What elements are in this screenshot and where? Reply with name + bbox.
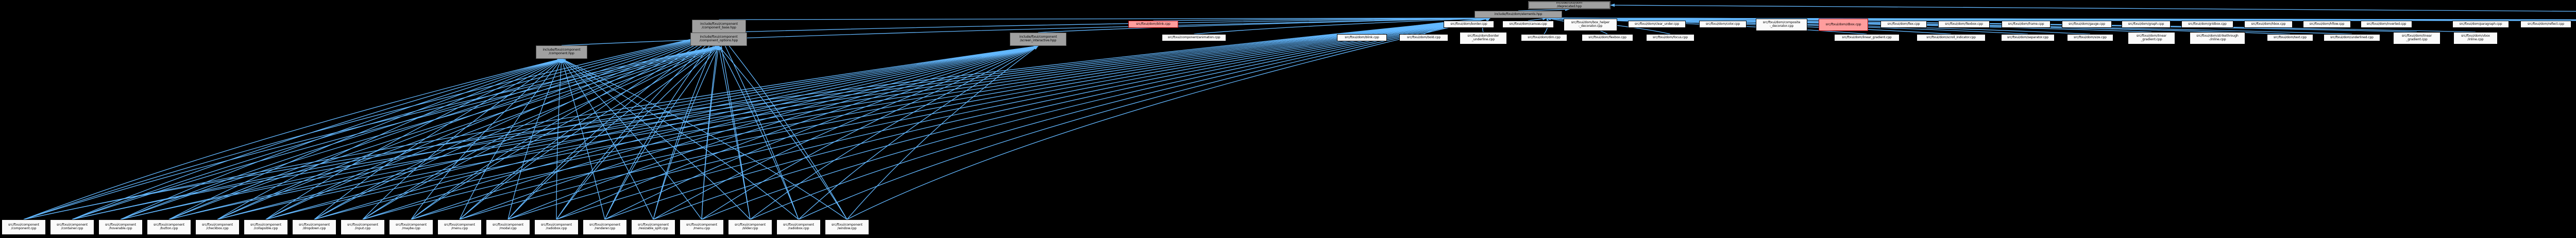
graph-node[interactable]: src/ftxui/dom/canvas.cpp: [1502, 21, 1554, 28]
graph-node[interactable]: src/ftxui/dom/hflow.cpp: [2303, 21, 2351, 28]
graph-node[interactable]: src/ftxui/component /checkbox.cpp: [195, 219, 240, 235]
graph-node[interactable]: src/ftxui/component /collapsible.cpp: [244, 219, 288, 235]
graph-node[interactable]: src/ftxui/dom/clear_under.cpp: [1628, 21, 1686, 28]
graph-node[interactable]: src/ftxui/dom/blink.cpp: [1337, 34, 1387, 41]
graph-node[interactable]: src/ftxui/dom/dim.cpp: [1521, 34, 1567, 41]
graph-node[interactable]: src/ftxui/dom/bold.cpp: [1399, 34, 1448, 41]
graph-node[interactable]: src/ftxui/component /maybe.cpp: [389, 219, 433, 235]
graph-node[interactable]: src/ftxui/component/animation.cpp: [1162, 34, 1226, 41]
graph-node[interactable]: include/ftxui/component /component_base.…: [692, 20, 746, 33]
graph-node[interactable]: src/ftxui/component /radiobox.cpp: [776, 219, 821, 235]
graph-node[interactable]: src/ftxui/dom/composite -_decorator.cpp: [1756, 19, 1807, 31]
graph-node[interactable]: src/ftxui/dom/flex.cpp: [1880, 21, 1927, 28]
graph-node[interactable]: src/ftxui/dom/linear _gradient.cpp: [2393, 32, 2441, 44]
graph-node[interactable]: src/ftxui/dom/hbox.cpp: [2244, 21, 2293, 28]
graph-node[interactable]: src/ftxui/dom/strikethrough -/inline.cpp: [2190, 32, 2245, 44]
graph-node[interactable]: src/ftxui/dom/gridbox.cpp: [2181, 21, 2233, 28]
graph-node[interactable]: include/ftxui/component /screen_interact…: [1010, 33, 1066, 46]
graph-node[interactable]: src/ftxui/dom/separator.cpp: [2001, 34, 2055, 41]
graph-node[interactable]: src/ftxui/dom/flexbox.cpp: [1582, 34, 1633, 41]
graph-node[interactable]: include/ftxui/dom /deprecated.hpp: [1528, 1, 1611, 9]
graph-node[interactable]: src/ftxui/component /window.cpp: [825, 219, 869, 235]
graph-node[interactable]: src/ftxui/component /renderer.cpp: [583, 219, 627, 235]
graph-node[interactable]: src/ftxui/dom/vbox /inline.cpp: [2453, 32, 2498, 44]
graph-node[interactable]: src/ftxui/component /resizable_split.cpp: [631, 219, 675, 235]
graph-node[interactable]: src/ftxui/dom/linear_gradient.cpp: [1834, 34, 1900, 41]
graph-node[interactable]: src/ftxui/dom/scroll_indicator.cpp: [1917, 34, 1986, 41]
graph-node[interactable]: src/ftxui/component /button.cpp: [147, 219, 191, 235]
graph-node[interactable]: src/ftxui/dom/box_helper -_decorator.cpp: [1564, 19, 1617, 31]
graph-node[interactable]: src/ftxui/dom/inverted.cpp: [2361, 21, 2412, 28]
graph-node[interactable]: src/ftxui/dom/border.cpp: [1444, 21, 1494, 28]
graph-node[interactable]: src/ftxui/component /hoverable.cpp: [98, 219, 143, 235]
graph-node[interactable]: src/ftxui/dom/flexbox.cpp: [1938, 21, 1990, 28]
graph-node[interactable]: src/ftxui/dom/reflect.cpp: [2520, 21, 2571, 28]
graph-node[interactable]: src/ftxui/component /container.cpp: [50, 219, 94, 235]
graph-node[interactable]: src/ftxui/dom/border _underline.cpp: [1460, 32, 1507, 44]
graph-node[interactable]: src/ftxui/component /radiobox.cpp: [534, 219, 579, 235]
graph-node[interactable]: src/ftxui/component /component.cpp: [2, 219, 46, 235]
graph-node[interactable]: include/ftxui/dom/elements.hpp: [1475, 11, 1562, 18]
graph-node[interactable]: src/ftxui/dom/color.cpp: [1699, 21, 1747, 28]
graph-node[interactable]: src/ftxui/dom/text.cpp: [2267, 34, 2313, 41]
graph-node[interactable]: src/ftxui/component /menu.cpp: [437, 219, 482, 235]
graph-node[interactable]: src/ftxui/dom/dbox.cpp: [1819, 19, 1868, 31]
graph-node[interactable]: src/ftxui/dom/blink.cpp: [1128, 21, 1178, 28]
graph-node[interactable]: include/ftxui/component /component_optio…: [690, 33, 747, 46]
graph-node[interactable]: src/ftxui/dom/frame.cpp: [2002, 21, 2050, 28]
graph-node[interactable]: src/ftxui/dom/gauge.cpp: [2062, 21, 2112, 28]
graph-node[interactable]: src/ftxui/dom/graph.cpp: [2122, 21, 2171, 28]
graph-node[interactable]: src/ftxui/component /modal.cpp: [486, 219, 530, 235]
graph-node[interactable]: src/ftxui/dom/linear _gradient.cpp: [2128, 32, 2175, 44]
graph-node[interactable]: include/ftxui/component /component.hpp: [536, 45, 587, 59]
graph-node[interactable]: src/ftxui/dom/size.cpp: [2067, 34, 2113, 41]
graph-node[interactable]: src/ftxui/dom/paragraph.cpp: [2452, 21, 2509, 28]
graph-node[interactable]: src/ftxui/component /input.cpp: [341, 219, 385, 235]
graph-node[interactable]: src/ftxui/component /slider.cpp: [728, 219, 772, 235]
graph-node[interactable]: src/ftxui/component /dropdown.cpp: [292, 219, 336, 235]
graph-node[interactable]: src/ftxui/component /menu.cpp: [680, 219, 724, 235]
graph-node[interactable]: src/ftxui/dom/focus.cpp: [1646, 34, 1694, 41]
graph-node[interactable]: src/ftxui/dom/underlined.cpp: [2324, 34, 2380, 41]
